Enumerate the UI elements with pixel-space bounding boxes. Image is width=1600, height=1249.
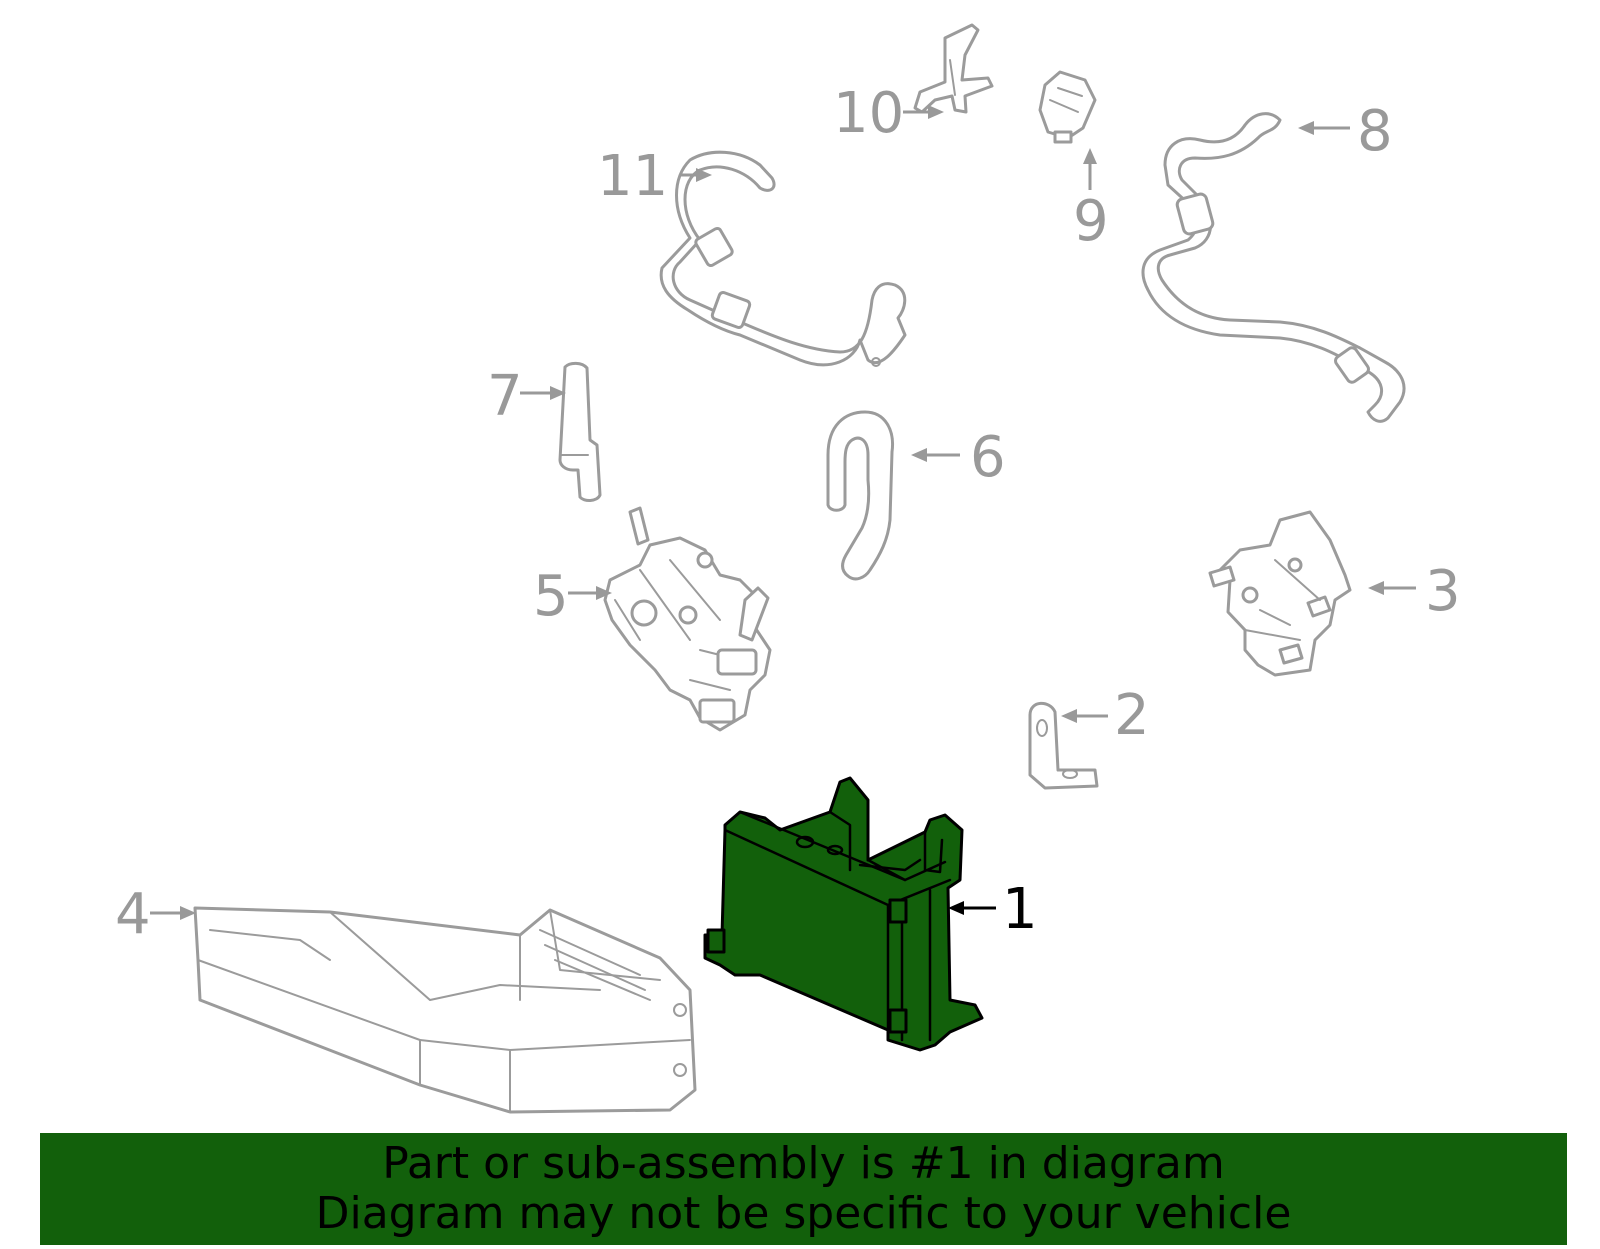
part-5-valve-assembly[interactable] <box>603 506 772 732</box>
callout-3: 3 <box>1425 559 1461 624</box>
part-6-hose[interactable] <box>826 410 895 581</box>
callout-4: 4 <box>115 882 151 947</box>
callout-11: 11 <box>597 144 668 209</box>
part-9-sensor[interactable] <box>1038 70 1097 144</box>
part-11-hose[interactable] <box>659 150 907 367</box>
callout-arrows <box>150 105 1416 920</box>
part-7-pipe[interactable] <box>558 361 602 502</box>
part-3-bracket[interactable] <box>1208 510 1352 677</box>
banner-line-part: Part or sub-assembly is #1 in diagram <box>382 1138 1225 1189</box>
callout-7: 7 <box>487 364 523 429</box>
callout-5: 5 <box>533 564 569 629</box>
part-2-bracket[interactable] <box>1028 701 1099 790</box>
part-4-air-duct[interactable] <box>193 906 697 1114</box>
callout-9: 9 <box>1073 189 1109 254</box>
callout-labels: 1 2 3 4 5 6 7 8 9 10 11 <box>115 81 1461 947</box>
part-1-oil-cooler[interactable] <box>703 776 984 1052</box>
callout-6: 6 <box>970 425 1006 490</box>
callout-1: 1 <box>1002 877 1038 942</box>
part-10-bracket[interactable] <box>913 23 994 114</box>
banner-line-disclaimer: Diagram may not be specific to your vehi… <box>315 1188 1292 1239</box>
part-8-hose[interactable] <box>1141 112 1406 423</box>
info-banner: Part or sub-assembly is #1 in diagram Di… <box>40 1133 1567 1245</box>
callout-10: 10 <box>833 81 904 146</box>
callout-8: 8 <box>1357 99 1393 164</box>
callout-2: 2 <box>1114 683 1150 748</box>
